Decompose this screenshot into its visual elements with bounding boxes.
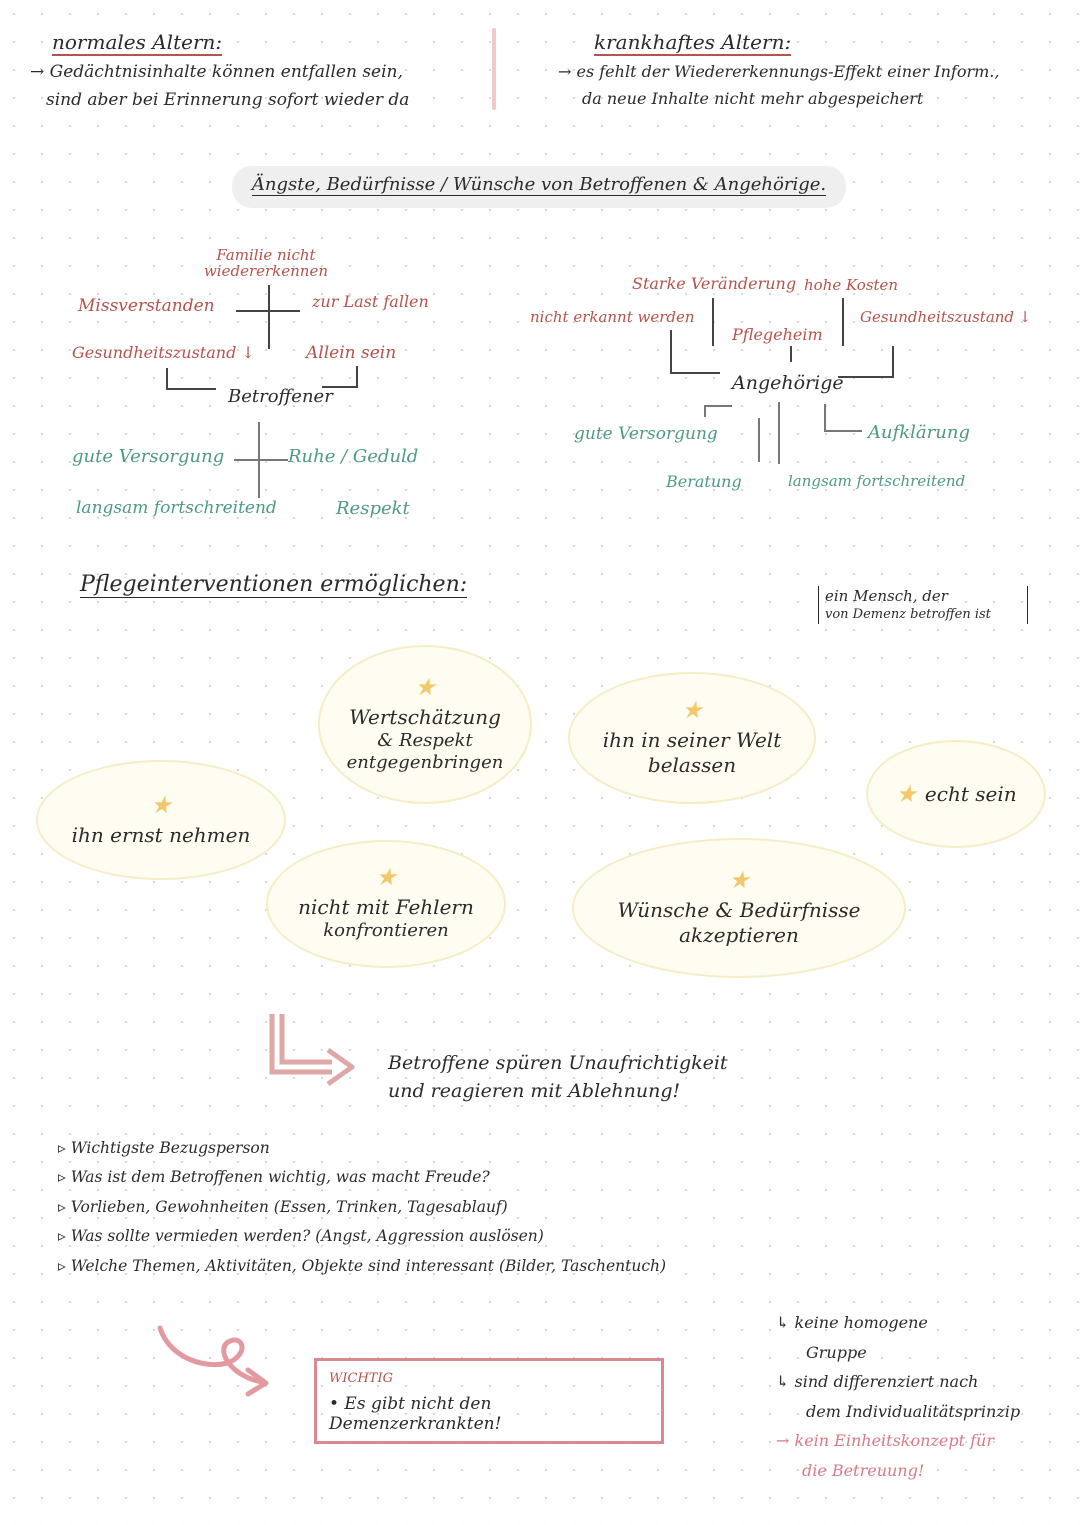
ang-bracket-right-v	[892, 346, 894, 376]
section-heading: Ängste, Bedürfnisse / Wünsche von Betrof…	[251, 174, 827, 196]
gute-versorgung-left: gute Versorgung	[72, 446, 225, 467]
starke-veraenderung-label: Starke Veränderung	[632, 274, 797, 293]
bubble-fehlern: ★ nicht mit Fehlern konfrontieren	[266, 840, 506, 968]
list-item: ▹ Was ist dem Betroffenen wichtig, was m…	[58, 1168, 490, 1187]
cross-vertical	[268, 285, 270, 349]
ang-bracket-right-h	[838, 376, 894, 378]
ang-bracket-left-h	[670, 372, 720, 374]
ang-line-right	[842, 298, 844, 346]
important-text: • Es gibt nicht den Demenzerkrankten!	[329, 1394, 502, 1434]
bubble-echt-sein: ★ echt sein	[866, 740, 1046, 848]
normal-ageing-title: normales Altern:	[52, 30, 223, 56]
heading-highlight	[232, 166, 846, 208]
star-icon: ★	[150, 790, 172, 819]
missverstanden-label: Missverstanden	[78, 296, 215, 316]
ang-green-v4	[824, 404, 826, 430]
bracket-left-horizontal	[166, 388, 216, 390]
langsam-left: langsam fortschreitend	[76, 498, 277, 518]
nicht-erkannt-label: nicht erkannt werden	[530, 308, 695, 326]
star-icon: ★	[681, 696, 703, 724]
ang-green-v3	[778, 402, 780, 464]
list-item: ▹ Vorlieben, Gewohnheiten (Essen, Trinke…	[58, 1197, 508, 1216]
pathological-ageing-title: krankhaftes Altern:	[594, 30, 792, 56]
star-icon: ★	[728, 866, 750, 894]
gesundheit-label-left: Gesundheitszustand ↓	[72, 343, 255, 362]
bracket-right-vertical	[356, 366, 358, 386]
ang-line-mid	[790, 346, 792, 362]
top-divider	[492, 28, 496, 110]
ang-green-h2	[824, 430, 862, 432]
ang-line-left	[712, 298, 714, 346]
bullet-list: ▹ Wichtigste Bezugsperson ▹ Was ist dem …	[58, 1134, 666, 1281]
arrow-icon	[269, 1014, 355, 1087]
gesundheit-label-right: Gesundheitszustand ↓	[860, 308, 1032, 326]
zur-last-label: zur Last fallen	[312, 292, 429, 311]
curved-arrow-icon	[157, 1325, 269, 1397]
ang-bracket-left-v	[670, 330, 672, 372]
star-icon: ★	[895, 780, 917, 808]
normal-ageing-line2: sind aber bei Erinnerung sofort wieder d…	[46, 90, 410, 110]
ang-green-v1	[704, 405, 706, 417]
bubble-wertschaetzung: ★ Wertschätzung & Respekt entgegenbringe…	[318, 645, 532, 804]
allein-label: Allein sein	[306, 343, 397, 363]
bracket-right-horizontal	[322, 386, 358, 388]
normal-ageing-line1: → Gedächtnisinhalte können entfallen sei…	[30, 62, 403, 82]
ruhe-geduld-label: Ruhe / Geduld	[288, 446, 419, 467]
bracket-left-vertical	[166, 368, 168, 388]
respekt-label: Respekt	[336, 498, 410, 519]
familie-label: Familie nicht wiedererkennen	[203, 246, 329, 280]
right-notes: ↳ keine homogene Gruppe ↳ sind differenz…	[776, 1313, 1021, 1480]
ang-green-v2	[758, 418, 760, 462]
cross-horizontal	[236, 310, 300, 312]
bubble-wuensche: ★ Wünsche & Bedürfnisse akzeptieren	[572, 838, 906, 978]
pathological-ageing-line2: da neue Inhalte nicht mehr abgespeichert	[582, 89, 924, 108]
interventions-title: Pflegeinterventionen ermöglichen:	[80, 572, 468, 598]
list-item: ▹ Wichtigste Bezugsperson	[58, 1139, 270, 1157]
list-item: ▹ Was sollte vermieden werden? (Angst, A…	[58, 1227, 544, 1246]
aufklaerung-label: Aufklärung	[868, 422, 970, 443]
list-item: ▹ Welche Themen, Aktivitäten, Objekte si…	[58, 1256, 667, 1275]
bubble-ernst-nehmen: ★ ihn ernst nehmen	[36, 760, 286, 880]
betroffener-center: Betroffener	[228, 386, 333, 407]
important-box: WICHTIG • Es gibt nicht den Demenzerkran…	[314, 1358, 664, 1444]
kosten-label: hohe Kosten	[804, 276, 899, 294]
gute-versorgung-right: gute Versorgung	[574, 424, 718, 444]
beratung-label: Beratung	[666, 472, 742, 491]
person-note: ein Mensch, der von Demenz betroffen ist	[818, 586, 1028, 624]
star-icon: ★	[375, 863, 397, 892]
langsam-right: langsam fortschreitend	[788, 472, 966, 490]
consequence-text: Betroffene spüren Unaufrichtigkeit und r…	[388, 1052, 728, 1102]
pathological-ageing-line1: → es fehlt der Wiedererkennungs-Effekt e…	[558, 62, 1000, 81]
angehoerige-center: Angehörige	[732, 372, 844, 394]
important-label: WICHTIG	[329, 1371, 393, 1386]
pathological-ageing-block: krankhaftes Altern: → es fehlt der Wiede…	[558, 30, 1058, 108]
ang-green-h1	[704, 405, 732, 407]
normal-ageing-block: normales Altern: → Gedächtnisinhalte kön…	[30, 30, 470, 110]
pflegeheim-label: Pflegeheim	[732, 325, 823, 344]
bubble-seiner-welt: ★ ihn in seiner Welt belassen	[568, 672, 816, 804]
star-icon: ★	[414, 672, 436, 701]
green-cross-horizontal	[234, 459, 288, 461]
